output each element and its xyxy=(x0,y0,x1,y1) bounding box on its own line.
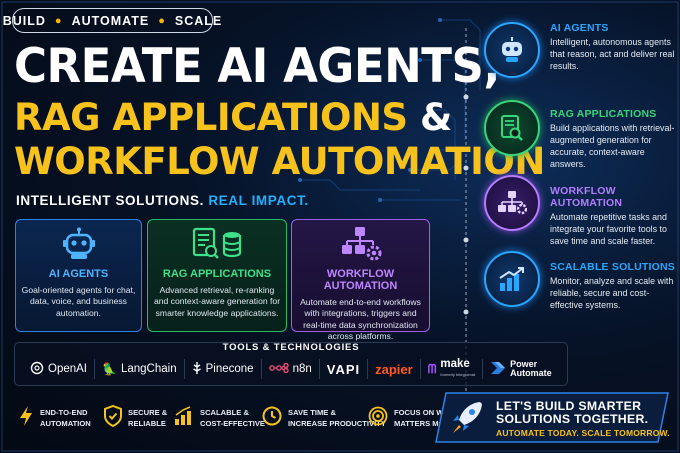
feature-description: Intelligent, autonomous agents that reas… xyxy=(550,37,675,71)
pill-build: BUILD xyxy=(2,13,46,28)
feature-scalable-solutions: SCALABLE SOLUTIONS Monitor, analyze and … xyxy=(484,251,680,313)
bar-chart-icon xyxy=(174,405,194,431)
tool-label-line-2: Automate xyxy=(510,368,552,378)
robot-icon xyxy=(16,225,141,263)
card-title: RAG APPLICATIONS xyxy=(162,268,272,280)
tool-label: LangChain xyxy=(120,363,177,375)
tool-label: zapier xyxy=(375,361,413,377)
make-subtitle: formerly Integromat xyxy=(440,372,476,377)
pinecone-icon xyxy=(192,361,202,378)
benefit-line-1: SAVE TIME & xyxy=(288,408,336,417)
benefit-scalable: SCALABLE & COST-EFFECTIVE xyxy=(174,398,265,438)
cta-line-2: SOLUTIONS TOGETHER. xyxy=(496,412,649,426)
tool-openai: OpenAI xyxy=(23,359,95,379)
parrot-icon: 🦜 xyxy=(102,362,117,376)
card-description: Automate end-to-end workflows with integ… xyxy=(300,297,421,341)
benefit-line-1: FOCUS ON WHAT xyxy=(394,408,459,417)
cta-line-1: LET'S BUILD SMARTER xyxy=(496,399,642,413)
benefit-line-2: MATTERS MOST xyxy=(394,419,455,428)
benefit-line-1: END-TO-END xyxy=(40,408,88,417)
dot-icon: ● xyxy=(158,14,166,27)
benefit-line-1: SCALABLE & xyxy=(200,408,249,417)
lightning-icon xyxy=(18,405,34,432)
tool-zapier: zapier xyxy=(368,359,421,379)
card-title: WORKFLOW AUTOMATION xyxy=(323,268,398,292)
feature-description: Monitor, analyze and scale with reliable… xyxy=(550,276,674,310)
tool-n8n: n8n xyxy=(262,359,320,379)
feature-title: RAG APPLICATIONS xyxy=(550,108,657,120)
benefit-focus: FOCUS ON WHAT MATTERS MOST xyxy=(368,398,458,438)
tagline: INTELLIGENT SOLUTIONS. REAL IMPACT. xyxy=(16,193,309,208)
build-automate-scale-pill: BUILD ● AUTOMATE ● SCALE xyxy=(3,8,221,33)
headline-line-1: CREATE AI AGENTS, xyxy=(14,37,500,94)
feature-description: Build applications with retrieval-augmen… xyxy=(550,123,675,169)
card-workflow-automation: WORKFLOW AUTOMATION Automate end-to-end … xyxy=(291,219,430,341)
tool-label: n8n xyxy=(292,363,312,375)
tool-label: Pinecone xyxy=(205,363,254,375)
openai-icon xyxy=(30,361,44,378)
benefit-line-2: AUTOMATION xyxy=(40,419,91,428)
tools-label: TOOLS & TECHNOLOGIES xyxy=(222,342,360,353)
feature-title: WORKFLOW AUTOMATION xyxy=(550,185,623,209)
robot-icon xyxy=(484,22,540,78)
benefit-save-time: SAVE TIME & INCREASE PRODUCTIVITY xyxy=(262,398,386,438)
tool-vapi: VAPI xyxy=(320,359,369,379)
rocket-icon xyxy=(450,400,484,441)
feature-workflow-automation: WORKFLOW AUTOMATION Automate repetitive … xyxy=(484,175,680,246)
headline-line-3: WORKFLOW AUTOMATION xyxy=(14,140,545,183)
feature-description: Automate repetitive tasks and integrate … xyxy=(550,212,667,246)
card-description: Goal-oriented agents for chat, data, voi… xyxy=(21,285,136,318)
card-ai-agents: AI AGENTS Goal-oriented agents for chat,… xyxy=(15,219,142,332)
benefit-line-2: RELIABLE xyxy=(128,419,166,428)
feature-ai-agents: AI AGENTS Intelligent, autonomous agents… xyxy=(484,22,680,84)
feature-title: SCALABLE SOLUTIONS xyxy=(550,261,675,273)
dot-icon: ● xyxy=(54,14,63,27)
tool-label: VAPI xyxy=(326,361,361,377)
tool-make: ᗰ make formerly Integromat xyxy=(421,358,484,379)
tool-langchain: 🦜 LangChain xyxy=(95,359,185,379)
tools-technologies-bar: TOOLS & TECHNOLOGIES OpenAI 🦜 LangChain … xyxy=(14,342,568,386)
target-icon xyxy=(368,406,388,431)
workflow-icon xyxy=(292,225,429,263)
n8n-icon xyxy=(268,362,289,376)
make-icon: ᗰ xyxy=(427,361,437,376)
headline-line-2: RAG APPLICATIONS & xyxy=(14,96,452,140)
clock-icon xyxy=(262,406,282,431)
benefit-line-2: COST-EFFECTIVE xyxy=(200,419,265,428)
card-rag-applications: RAG APPLICATIONS Advanced retrieval, re-… xyxy=(147,219,287,332)
benefit-end-to-end: END-TO-END AUTOMATION xyxy=(18,398,91,438)
tagline-part-1: INTELLIGENT SOLUTIONS. xyxy=(16,193,209,208)
card-title: AI AGENTS xyxy=(48,268,109,280)
benefit-line-2: INCREASE PRODUCTIVITY xyxy=(288,419,386,428)
cta-subtitle: AUTOMATE TODAY. SCALE TOMORROW. xyxy=(496,428,670,438)
benefit-line-1: SECURE & xyxy=(128,408,168,417)
pill-scale: SCALE xyxy=(174,13,223,28)
tool-pinecone: Pinecone xyxy=(185,359,262,379)
power-automate-icon xyxy=(490,361,506,378)
tool-label: OpenAI xyxy=(48,363,87,375)
tagline-part-2: REAL IMPACT. xyxy=(208,193,309,208)
shield-icon xyxy=(104,404,122,432)
tool-label: make xyxy=(440,358,470,370)
cta-frame xyxy=(435,392,669,443)
headline-ampersand: & xyxy=(419,96,452,139)
document-search-icon xyxy=(484,100,540,156)
growth-chart-icon xyxy=(484,251,540,307)
tool-label-line-1: Power xyxy=(510,358,538,369)
document-database-icon xyxy=(148,225,286,263)
headline-line-2-text: RAG APPLICATIONS xyxy=(14,96,420,139)
benefit-secure: SECURE & RELIABLE xyxy=(104,398,167,438)
feature-title: AI AGENTS xyxy=(550,22,609,34)
workflow-icon xyxy=(484,175,540,231)
pill-automate: AUTOMATE xyxy=(71,13,150,28)
card-description: Advanced retrieval, re-ranking and conte… xyxy=(153,285,281,318)
tool-power-automate: Power Automate xyxy=(483,359,559,379)
feature-rag-applications: RAG APPLICATIONS Build applications with… xyxy=(484,100,680,169)
